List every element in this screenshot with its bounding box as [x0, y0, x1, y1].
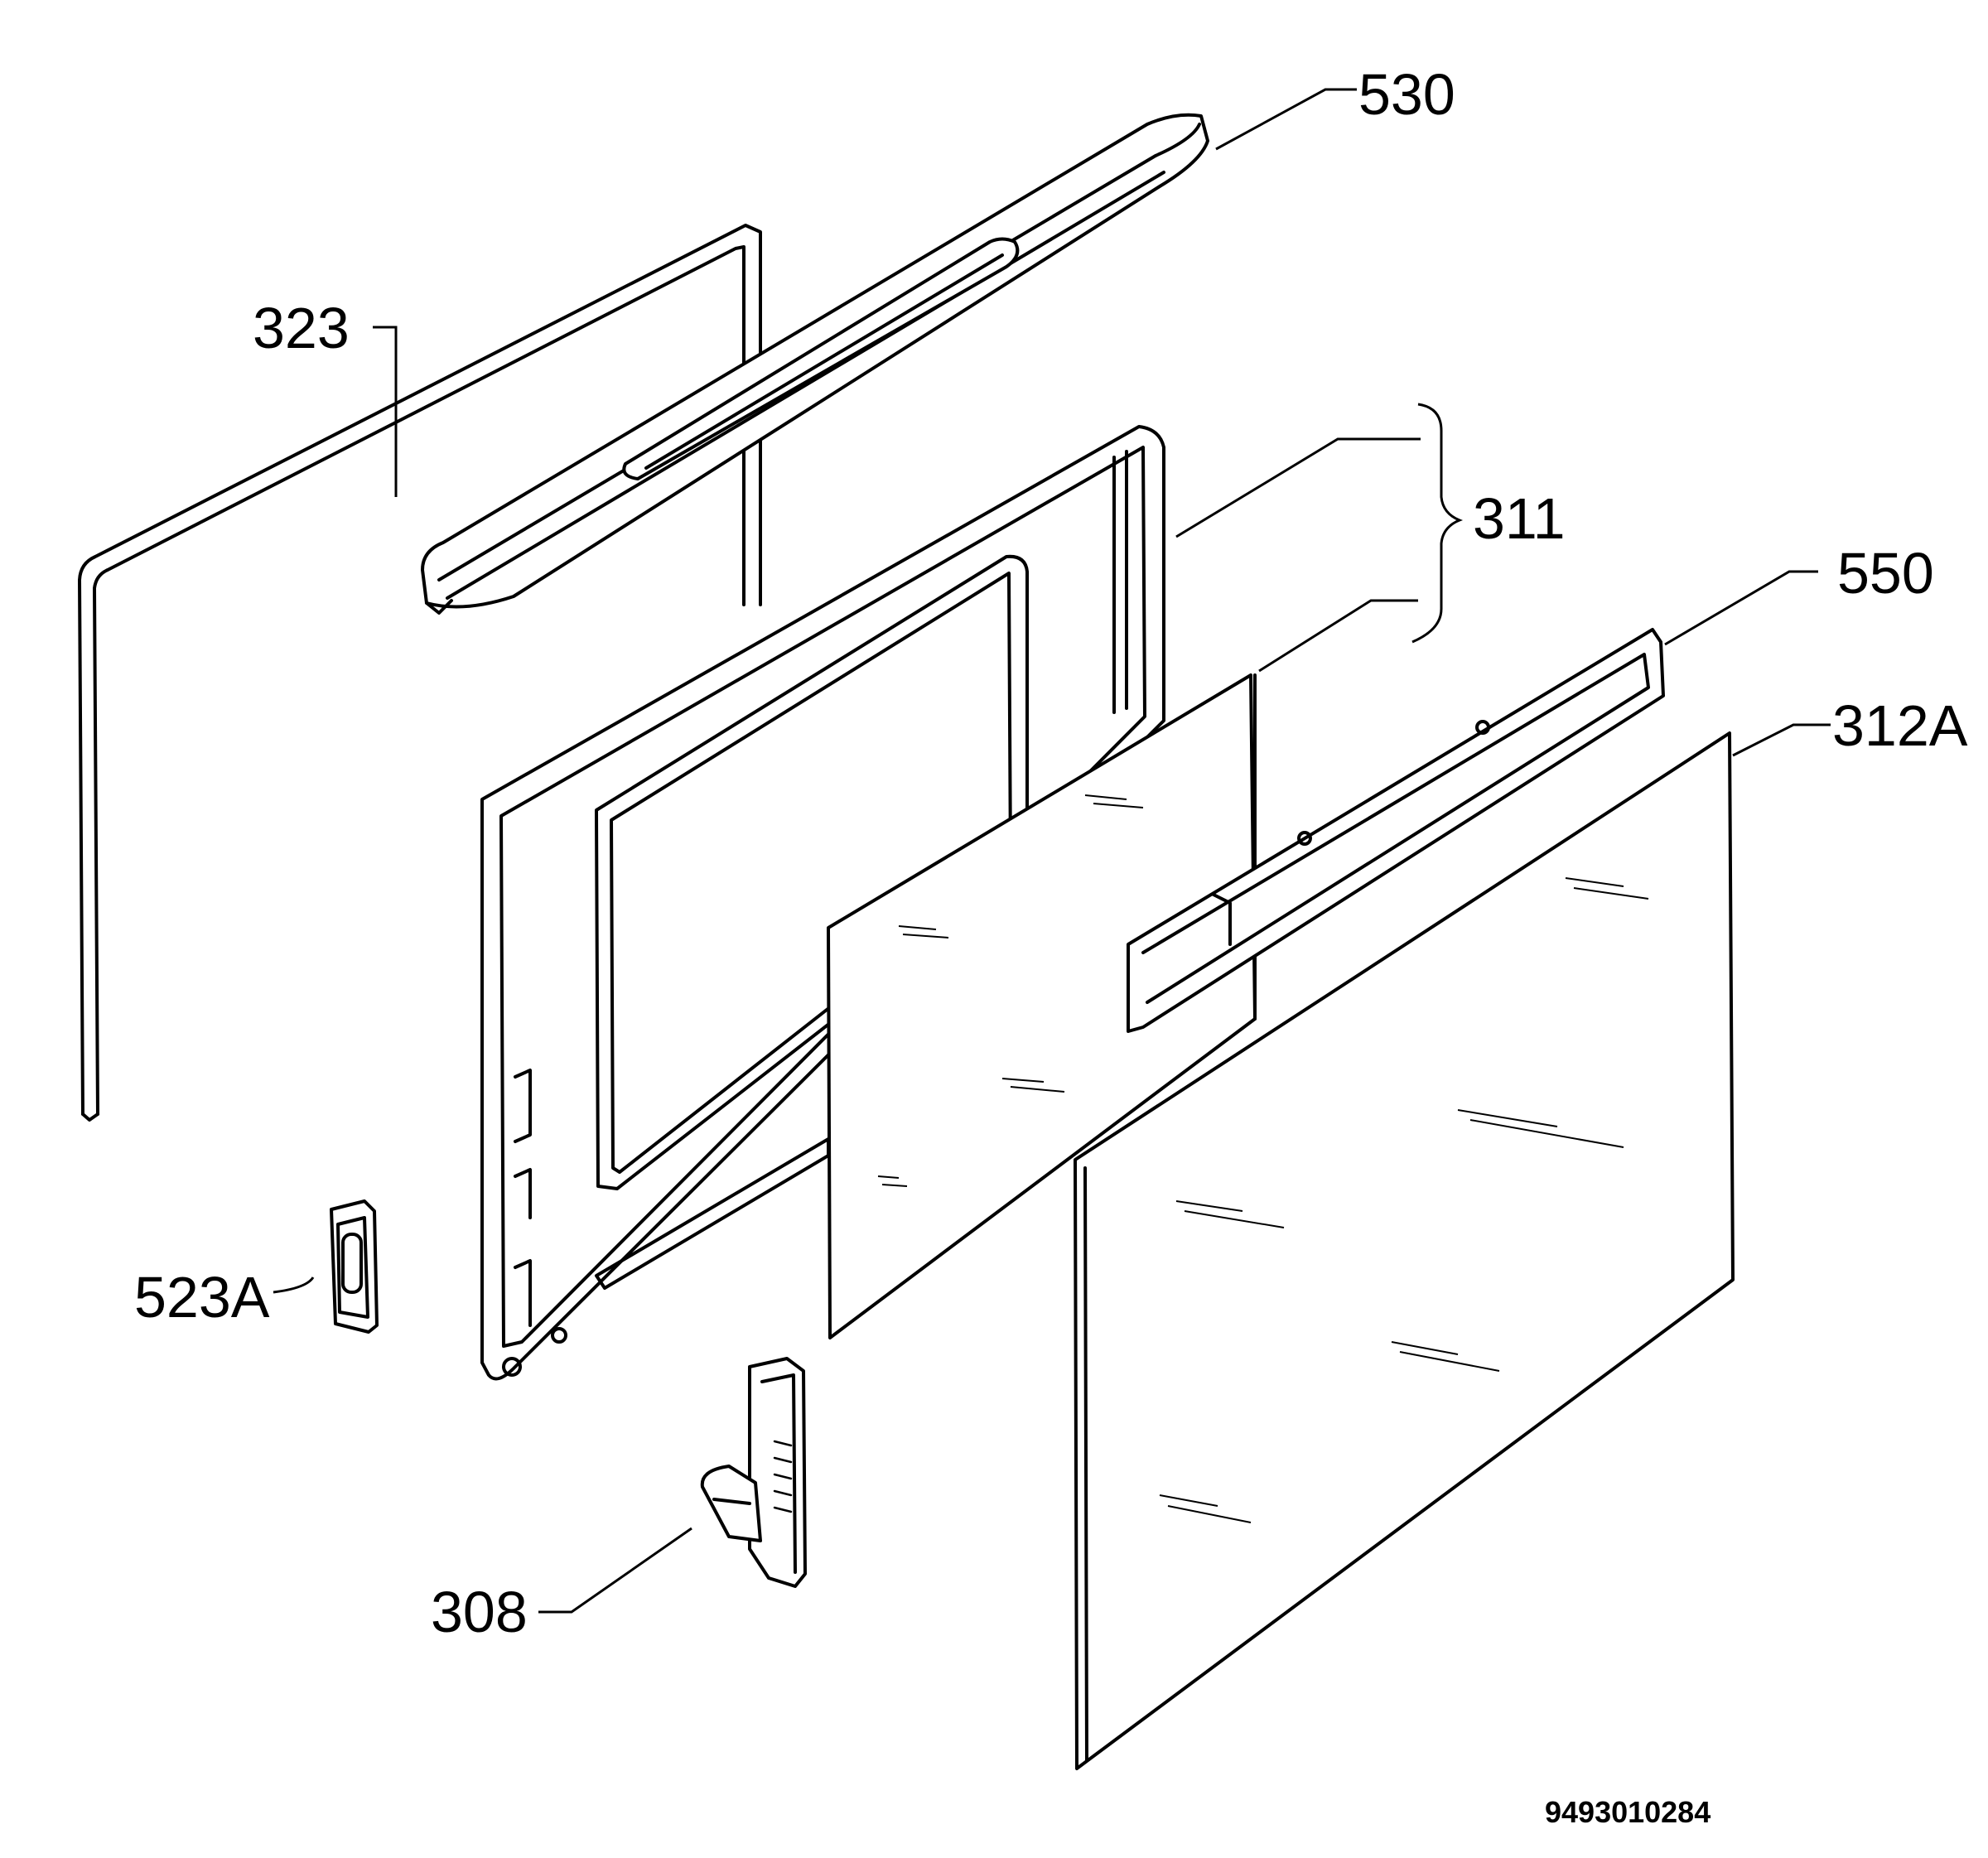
part-312a-outer-glass	[1074, 731, 1735, 1770]
leader-530	[1215, 88, 1357, 151]
leader-308	[538, 1527, 692, 1614]
label-530: 530	[1358, 62, 1455, 127]
label-308: 308	[431, 1580, 528, 1644]
label-523a: 523A	[134, 1265, 270, 1330]
document-number: 9493010284	[1545, 1795, 1711, 1829]
leader-523a	[273, 1276, 315, 1294]
part-inner-glass-pane	[827, 673, 1257, 1339]
part-523a-latch-plate	[330, 1199, 379, 1334]
part-308-hinge	[700, 1357, 807, 1588]
leader-311-lower	[1258, 599, 1418, 673]
leader-312a	[1732, 723, 1831, 757]
part-550-trim-profile	[1127, 628, 1665, 1033]
leader-550	[1664, 570, 1818, 646]
label-312a: 312A	[1832, 693, 1968, 758]
leader-lines	[273, 88, 1831, 1614]
part-530-top-handle-trim	[421, 113, 1209, 615]
label-323: 323	[253, 296, 350, 360]
leader-323	[373, 326, 398, 497]
bracket-311	[1411, 403, 1464, 644]
part-323-door-seal	[78, 224, 762, 1122]
label-550: 550	[1837, 541, 1934, 606]
leader-311-upper	[1175, 437, 1421, 538]
label-311: 311	[1473, 486, 1566, 551]
